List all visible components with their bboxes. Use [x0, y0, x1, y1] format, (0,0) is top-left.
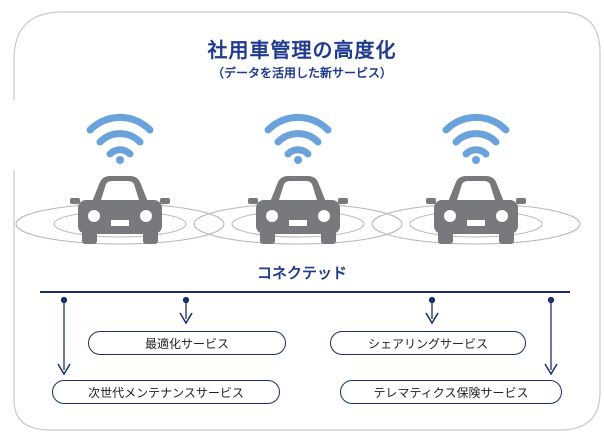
service-telematics: テレマティクス保険サービス	[340, 380, 562, 404]
service-maintenance: 次世代メンテナンスサービス	[52, 380, 280, 404]
service-optimization: 最適化サービス	[88, 331, 286, 355]
wifi-icon	[442, 113, 510, 164]
connector-optimization	[179, 296, 193, 325]
diagram-title: 社用車管理の高度化	[207, 38, 397, 62]
service-sharing: シェアリングサービス	[330, 331, 526, 355]
wifi-icon	[86, 113, 154, 164]
connector-telematics	[544, 296, 558, 376]
hub-label: コネクテッド	[256, 264, 347, 282]
wifi-icon	[264, 113, 332, 164]
car-icon	[248, 176, 348, 244]
car-icon	[426, 176, 526, 244]
connector-sharing	[425, 296, 439, 325]
diagram-subtitle: （データを活用した新サービス）	[211, 66, 392, 80]
connector-maintenance	[57, 296, 71, 376]
car-icon	[70, 176, 170, 244]
frame-border	[13, 11, 601, 431]
